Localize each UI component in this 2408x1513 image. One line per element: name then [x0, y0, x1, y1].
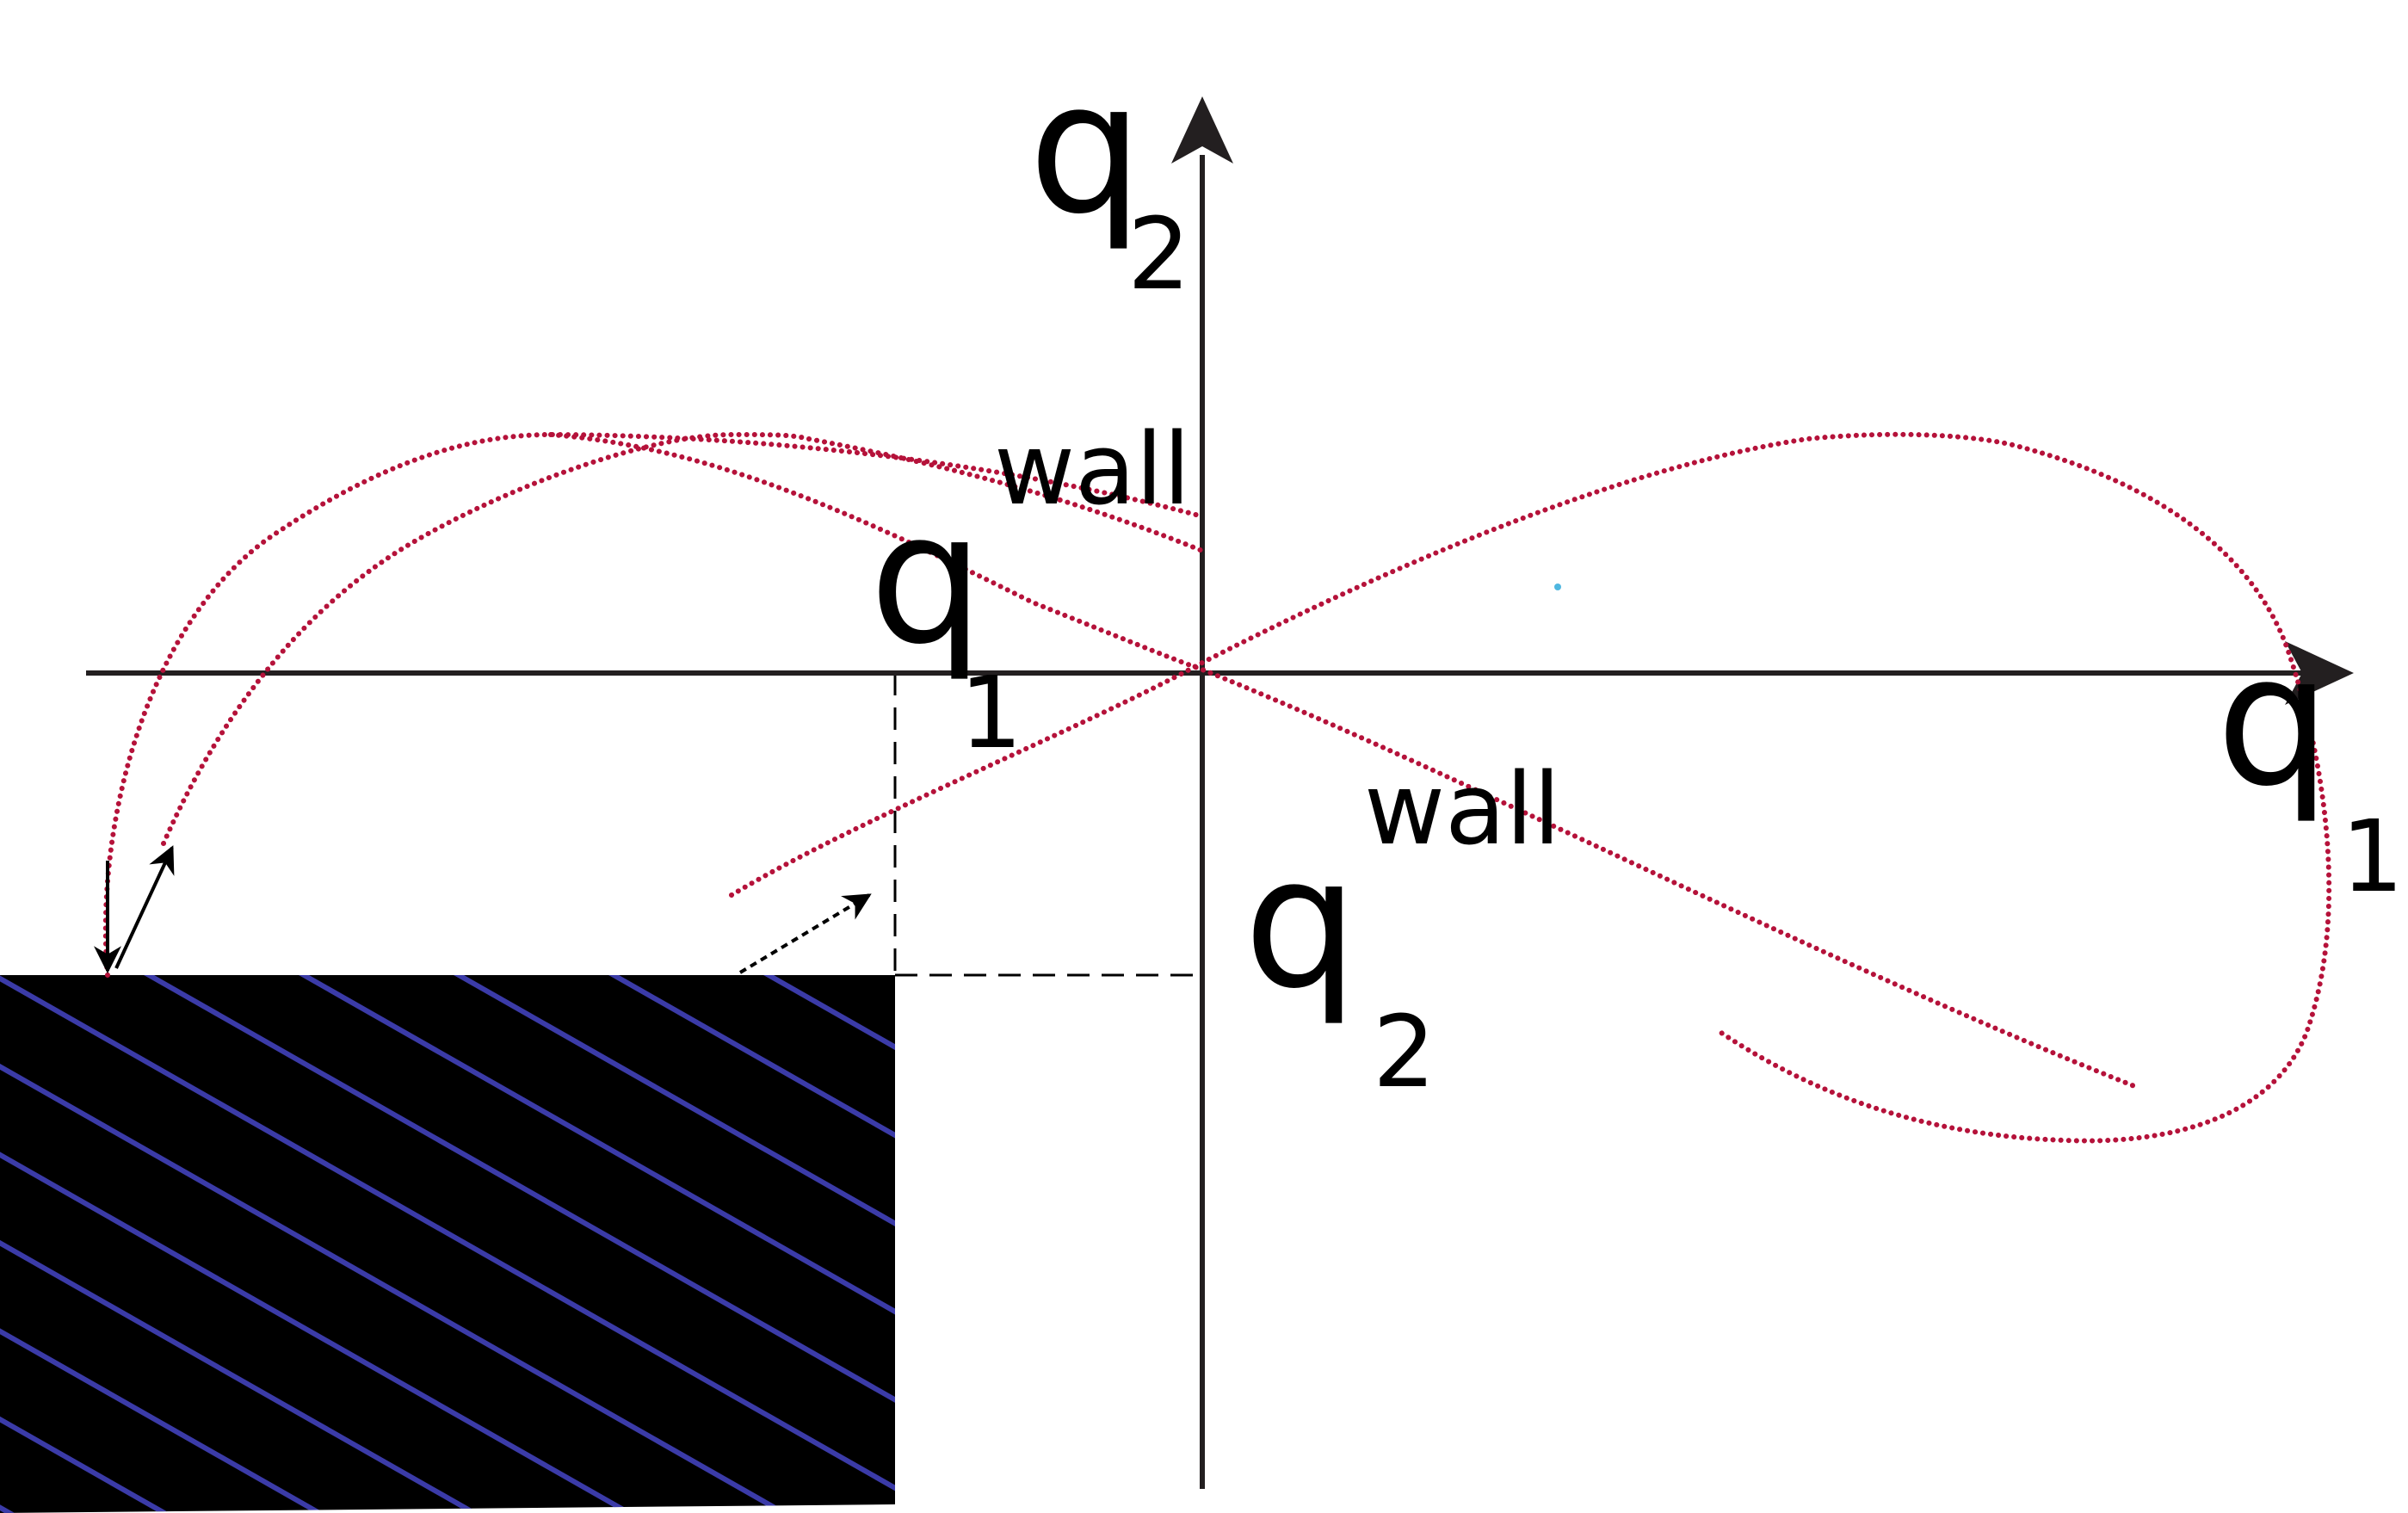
q2-axis-label-sub: 2	[1127, 197, 1190, 312]
trajectory-curve-upper-left-arc	[102, 431, 1205, 978]
q1-wall-label-sub: 1	[960, 656, 1022, 771]
q2-wall-label: q 2 wall	[1244, 752, 1560, 1110]
trajectory-curve-diagonal-up	[729, 431, 2332, 1144]
wall-projection-lines	[893, 673, 1201, 977]
q2-axis-label-base: q	[1028, 43, 1143, 254]
q2-axis-label: q 2	[1028, 43, 1190, 312]
q1-wall-label: q 1 wall	[869, 412, 1190, 771]
wall-region	[0, 975, 895, 1513]
q1-axis-label: q 1	[2216, 615, 2404, 915]
q1-wall-label-base: q	[869, 473, 984, 684]
q1-axis-label-base: q	[2216, 615, 2331, 826]
trajectory-curve-diagonal-down	[548, 432, 2137, 1089]
q1-axis-label-sub: 1	[2341, 800, 2404, 915]
q2-wall-label-base: q	[1244, 818, 1358, 1028]
stray-dot	[1554, 584, 1561, 590]
q2-axis-arrowhead-icon	[1171, 96, 1233, 164]
trajectory-curve-rebound-left	[161, 431, 812, 846]
trajectory	[102, 431, 2332, 1144]
wall-hatching	[0, 975, 895, 1513]
launch-arrow-icon	[738, 893, 872, 974]
reflected-arrow-icon	[114, 845, 175, 969]
q2-wall-label-sub: 2	[1373, 995, 1436, 1110]
trajectory-curve-middle-link	[806, 436, 1205, 553]
q2-wall-label-sup: wall	[1364, 752, 1560, 868]
axes	[86, 155, 2324, 1489]
wall-block	[0, 975, 895, 1513]
impact-arrows	[94, 845, 872, 974]
q1-wall-label-sup: wall	[994, 412, 1190, 528]
